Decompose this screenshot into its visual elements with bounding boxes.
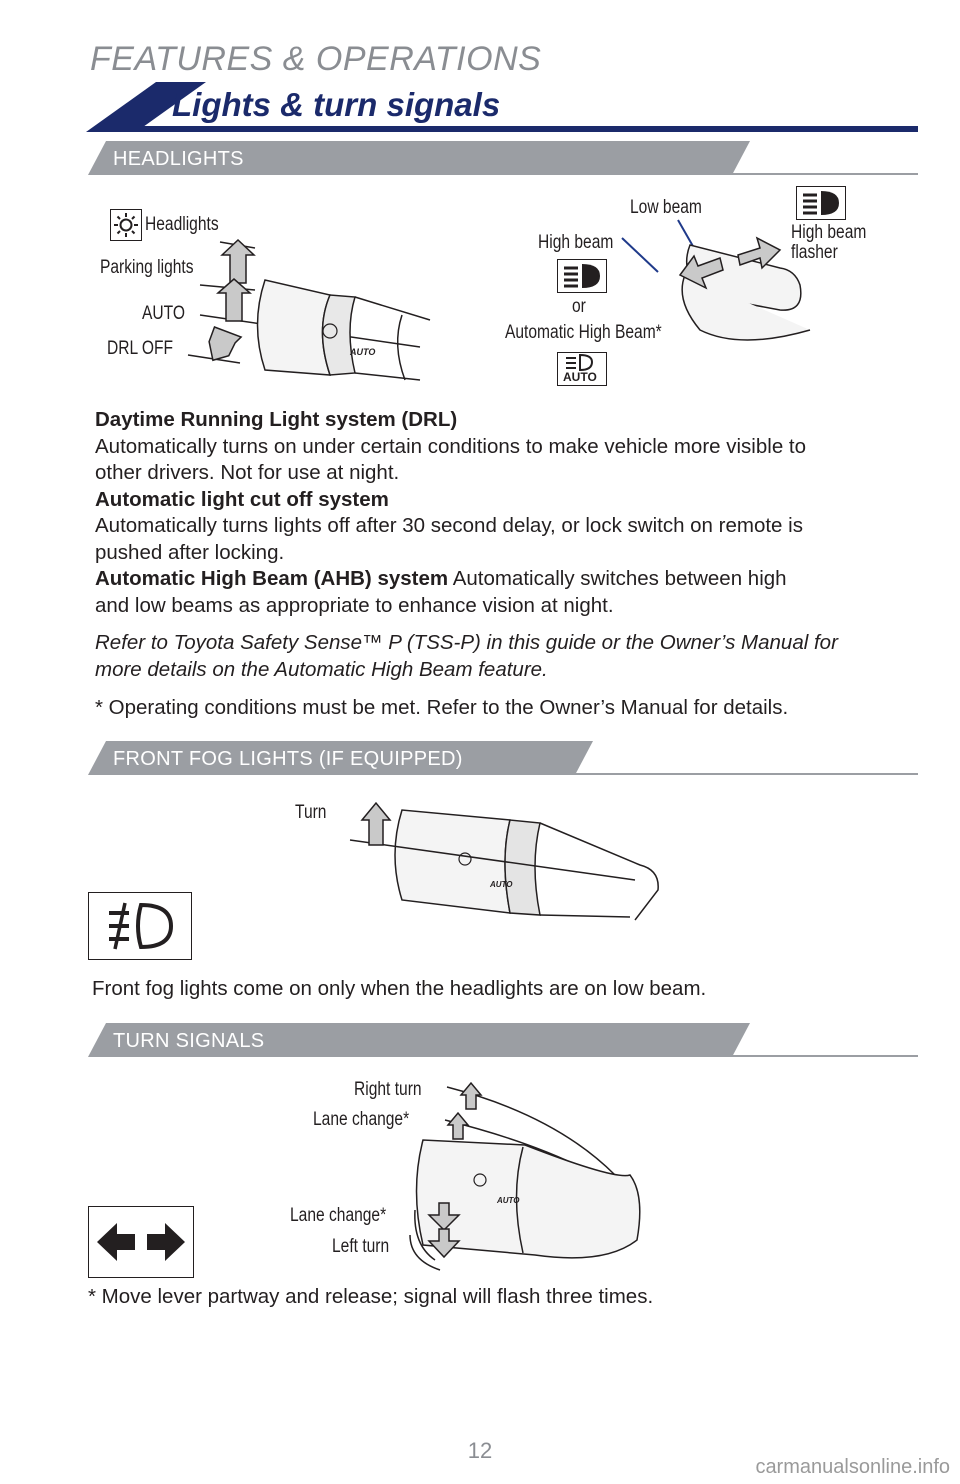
turn-signal-icon [88,1206,194,1278]
left-arrow-icon [97,1223,135,1261]
high-beam-lever-illustration [621,219,811,341]
turn-footnote: * Move lever partway and release; signal… [88,1285,654,1308]
ahb-text-2: and low beams as appropriate to enhance … [95,593,614,617]
cutoff-title: Automatic light cut off system [95,487,389,511]
headlights-label: Headlights [145,214,219,235]
high-beam-flasher-label-2: flasher [791,242,838,263]
headlight-icon [110,209,142,241]
drl-title: Daytime Running Light system (DRL) [95,408,458,431]
high-beam-flasher-icon [796,186,846,220]
auto-high-beam-icon: AUTO [557,352,607,386]
refer-text: Refer to Toyota Safety Sense™ P (TSS-P) … [95,631,838,654]
svg-text:AUTO: AUTO [496,1196,520,1205]
headlights-footnote: * Operating conditions must be met. Refe… [95,696,789,719]
right-arrow-icon [147,1223,185,1261]
turn-band-label: TURN SIGNALS [113,1030,265,1052]
ahb-label: Automatic High Beam* [505,322,662,343]
drl-off-label: DRL OFF [107,338,174,359]
low-beam-label: Low beam [630,197,702,218]
page-number: 12 [467,1438,493,1463]
drl-text-2: other drivers. Not for use at night. [95,461,400,484]
ahb-title: Automatic High Beam (AHB) system [95,567,449,590]
drl-text: Automatically turns on under certain con… [95,434,807,458]
fog-band-label: FRONT FOG LIGHTS (IF EQUIPPED) [113,748,463,770]
lane-change-down-label: Lane change* [290,1205,387,1226]
turn-lever-illustration: AUTO [409,1081,641,1271]
auto-label: AUTO [142,303,185,324]
high-beam-flasher-label: High beam [791,222,867,243]
cutoff-text: Automatically turns lights off after 30 … [95,514,803,537]
fog-note: Front fog lights come on only when the h… [92,977,707,1000]
high-beam-label: High beam [538,232,614,253]
headlights-band [88,141,918,175]
lane-change-up-label: Lane change* [313,1109,410,1130]
high-beam-icon [557,259,607,293]
headlight-lever-illustration: AUTO [187,238,431,381]
or-label: or [572,296,586,317]
headlights-band-label: HEADLIGHTS [113,148,244,170]
watermark: carmanualsonline.info [755,1456,950,1478]
section-title: FEATURES & OPERATIONS [90,40,542,78]
svg-text:AUTO: AUTO [349,347,375,357]
fog-lever-illustration: AUTO [349,801,659,921]
cutoff-text-2: pushed after locking. [95,540,285,564]
fog-turn-label: Turn [295,802,327,823]
svg-text:AUTO: AUTO [489,880,513,889]
parking-lights-label: Parking lights [100,257,194,278]
left-turn-label: Left turn [332,1236,390,1257]
turn-band [88,1023,918,1057]
refer-text-2: more details on the Automatic High Beam … [95,657,548,681]
headlights-description: Daytime Running Light system (DRL) Autom… [95,407,905,722]
title-bar [86,82,918,132]
auto-icon-text: AUTO [563,370,597,384]
ahb-text: Automatically switches between high [448,567,787,590]
right-turn-label: Right turn [354,1079,422,1100]
fog-light-icon [88,892,192,960]
fog-band [88,741,918,775]
page-title: Lights & turn signals [172,86,501,123]
